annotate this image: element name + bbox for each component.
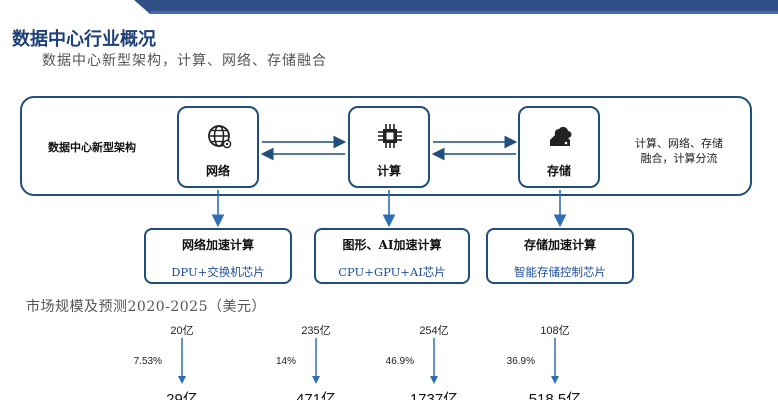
page-title: 数据中心行业概况 [12, 29, 156, 50]
node-network: 网络 [177, 106, 259, 188]
chip-icon [378, 124, 402, 148]
cloud-storage-icon [550, 126, 572, 146]
growth-arrow [551, 338, 559, 384]
growth-arrow [430, 338, 438, 384]
market-growth-rate: 14% [275, 356, 296, 367]
node-storage: 存储 [518, 106, 600, 188]
growth-arrow [312, 338, 320, 384]
card-storage-title: 存储加速计算 [523, 238, 596, 252]
market-end-value: 518.5亿 [528, 391, 582, 400]
card-network-acceleration: 网络加速计算 DPU+交换机芯片 [144, 228, 292, 284]
card-compute-title: 图形、AI加速计算 [342, 238, 442, 252]
market-growth-rate: 7.53% [133, 356, 162, 367]
card-network-desc: DPU+交换机芯片 [171, 265, 265, 279]
market-start-value: 254亿 [419, 325, 449, 337]
banner-stripe-accent [150, 11, 778, 14]
card-compute-acceleration: 图形、AI加速计算 CPU+GPU+AI芯片 [314, 228, 470, 284]
node-compute: 计算 [348, 106, 430, 188]
banner-wedge [134, 0, 150, 14]
card-network-title: 网络加速计算 [181, 238, 254, 252]
market-title: 市场规模及预测2020-2025（美元） [26, 299, 266, 315]
banner-stripe [150, 0, 778, 14]
top-banner [0, 0, 778, 14]
architecture-label: 数据中心新型架构 [48, 141, 136, 154]
growth-arrow [178, 338, 186, 384]
node-storage-label: 存储 [546, 164, 571, 178]
node-compute-label: 计算 [376, 164, 401, 178]
card-compute-desc: CPU+GPU+AI芯片 [338, 265, 446, 279]
page-subtitle: 数据中心新型架构，计算、网络、存储融合 [42, 53, 327, 69]
card-storage-desc: 智能存储控制芯片 [514, 265, 606, 279]
architecture-note: 计算、网络、存储 融合，计算分流 [620, 136, 738, 166]
market-end-value: 29亿 [166, 391, 198, 400]
architecture-frame [20, 96, 752, 196]
market-start-value: 235亿 [301, 325, 331, 337]
globe-icon [208, 125, 232, 149]
market-start-value: 20亿 [170, 325, 194, 337]
node-network-label: 网络 [205, 164, 230, 178]
architecture-note-line1: 计算、网络、存储 [635, 137, 723, 150]
architecture-note-line2: 融合，计算分流 [640, 152, 718, 165]
market-growth-rate: 36.9% [506, 356, 535, 367]
market-growth-rate: 46.9% [385, 356, 414, 367]
market-end-value: 471亿 [295, 391, 337, 400]
market-end-value: 1737亿 [409, 391, 459, 400]
market-start-value: 108亿 [540, 325, 570, 337]
card-storage-acceleration: 存储加速计算 智能存储控制芯片 [486, 228, 634, 284]
